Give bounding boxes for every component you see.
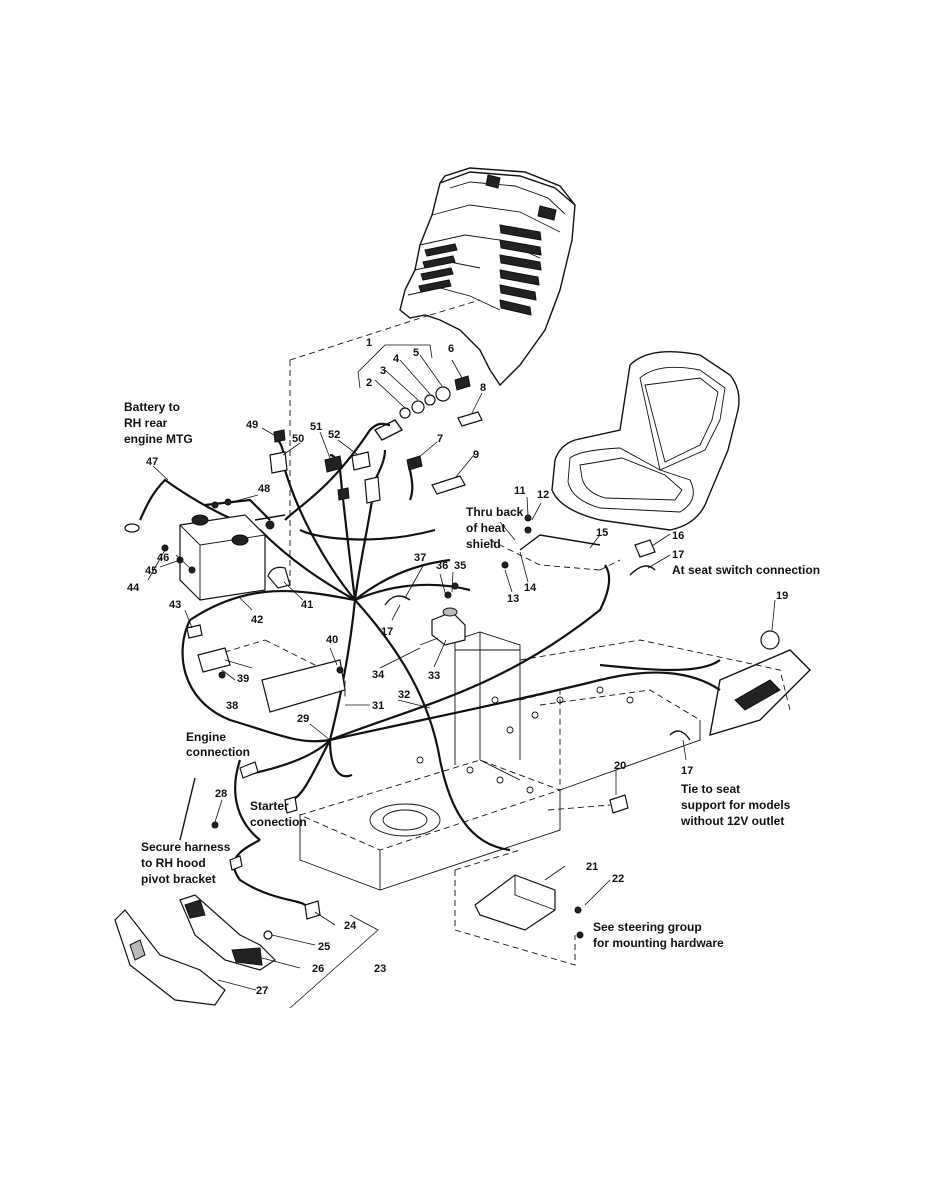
callout-20: 20 — [614, 760, 626, 772]
callout-19: 19 — [776, 590, 788, 602]
callout-28: 28 — [215, 788, 227, 800]
callout-17c: 17 — [681, 765, 693, 777]
callout-11: 11 — [514, 485, 526, 497]
callout-17b: 17 — [381, 626, 393, 638]
leader-lines — [147, 354, 776, 991]
headlights — [114, 894, 276, 1006]
callout-31: 31 — [372, 700, 384, 712]
seat — [551, 350, 740, 531]
note-secure-harness-line-2: to RH hood — [141, 856, 206, 870]
callout-44: 44 — [127, 582, 140, 594]
note-engine-connection-line-1: Engine — [186, 730, 226, 744]
callout-38: 38 — [226, 700, 238, 712]
note-steering-group-line-1: See steering group — [593, 920, 702, 934]
callout-1: 1 — [366, 337, 372, 349]
callout-24: 24 — [344, 920, 357, 932]
install-lines — [214, 299, 621, 966]
callout-15: 15 — [596, 527, 608, 539]
callout-25: 25 — [318, 941, 330, 953]
callout-26: 26 — [312, 963, 324, 975]
callout-49: 49 — [246, 419, 258, 431]
note-tie-to-seat-line-3: without 12V outlet — [680, 814, 784, 828]
hood-assembly — [399, 167, 576, 387]
note-starter-connection-line-2: conection — [250, 815, 307, 829]
callout-40: 40 — [326, 634, 338, 646]
callout-3: 3 — [380, 365, 386, 377]
note-heat-shield-line-3: shield — [466, 537, 501, 551]
grille-slots — [418, 224, 542, 316]
callout-21: 21 — [586, 861, 598, 873]
callout-32: 32 — [398, 689, 410, 701]
callout-numbers: 1 2 3 4 5 6 7 8 9 11 12 13 14 15 16 17 1… — [127, 337, 788, 997]
group-brackets — [289, 344, 433, 1009]
note-secure-harness-line-1: Secure harness — [141, 840, 231, 854]
callout-50: 50 — [292, 433, 304, 445]
callout-27: 27 — [256, 985, 268, 997]
callout-34: 34 — [372, 669, 385, 681]
callout-23: 23 — [374, 963, 386, 975]
note-starter-connection-line-1: Starter — [250, 799, 289, 813]
callout-22: 22 — [612, 873, 624, 885]
note-heat-shield-line-1: Thru back — [466, 505, 524, 519]
callout-37: 37 — [414, 552, 426, 564]
callout-46: 46 — [157, 552, 169, 564]
note-secure-harness-line-3: pivot bracket — [141, 872, 216, 886]
callout-12: 12 — [537, 489, 549, 501]
callout-33: 33 — [428, 670, 440, 682]
callout-41: 41 — [301, 599, 313, 611]
note-battery-line-2: RH rear — [124, 416, 168, 430]
callout-6: 6 — [448, 343, 454, 355]
small-parts — [124, 375, 811, 940]
callout-14: 14 — [524, 582, 537, 594]
battery — [161, 514, 266, 601]
callout-51: 51 — [310, 421, 322, 433]
callout-47: 47 — [146, 456, 158, 468]
note-seat-switch: At seat switch connection — [672, 563, 820, 577]
callout-4: 4 — [393, 353, 400, 365]
callout-16: 16 — [672, 530, 684, 542]
note-heat-shield-line-2: of heat — [466, 521, 505, 535]
note-tie-to-seat-line-2: support for models — [681, 798, 791, 812]
callout-39: 39 — [237, 673, 249, 685]
note-steering-group-line-2: for mounting hardware — [593, 936, 724, 950]
callout-17a: 17 — [672, 549, 684, 561]
callout-8: 8 — [480, 382, 486, 394]
callout-43: 43 — [169, 599, 181, 611]
callout-29: 29 — [297, 713, 309, 725]
wiring-harness — [139, 422, 721, 906]
callout-52: 52 — [328, 429, 340, 441]
callout-42: 42 — [251, 614, 263, 626]
callout-9: 9 — [473, 449, 479, 461]
callout-48: 48 — [258, 483, 270, 495]
callout-45: 45 — [145, 565, 157, 577]
annotation-notes: Battery to RH rear engine MTG Thru back … — [124, 400, 820, 950]
note-engine-connection-line-2: connection — [186, 745, 250, 759]
callout-13: 13 — [507, 593, 519, 605]
note-battery-line-1: Battery to — [124, 400, 180, 414]
callout-35: 35 — [454, 560, 466, 572]
callout-7: 7 — [437, 433, 443, 445]
callout-2: 2 — [366, 377, 372, 389]
note-tie-to-seat-line-1: Tie to seat — [681, 782, 740, 796]
note-battery-line-3: engine MTG — [124, 432, 193, 446]
callout-5: 5 — [413, 347, 419, 359]
callout-36: 36 — [436, 560, 448, 572]
